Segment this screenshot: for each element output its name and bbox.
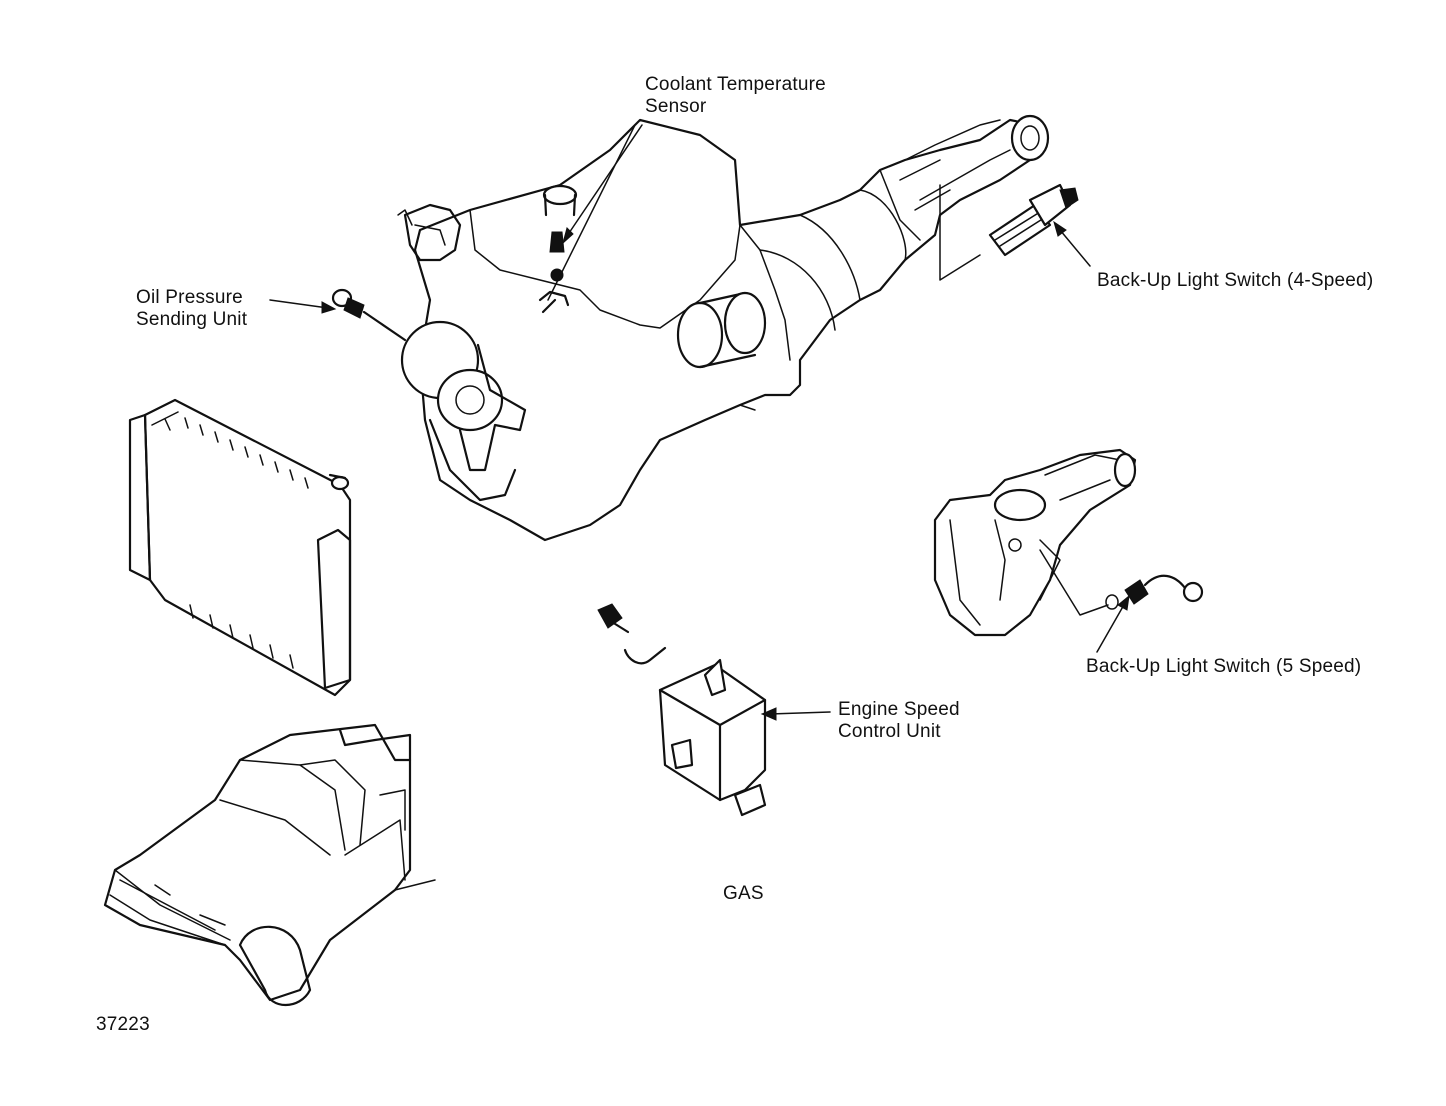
esc-leader-line xyxy=(769,711,831,715)
radiator-illustration xyxy=(128,398,352,697)
coolant-leader-line xyxy=(566,124,643,237)
backup-switch-5speed-label: Back-Up Light Switch (5 Speed) xyxy=(1086,656,1361,678)
oil-arrowhead xyxy=(321,301,337,314)
engine-illustration xyxy=(397,114,1050,542)
backup-switch-4speed-illustration xyxy=(988,183,1079,257)
engine-speed-control-illustration xyxy=(597,603,767,817)
esc-label-line2: Control Unit xyxy=(838,721,941,742)
coolant-label-line2: Sensor xyxy=(645,96,707,117)
figure-number: 37223 xyxy=(96,1014,150,1036)
backup4-leader-line xyxy=(1059,229,1091,267)
oil-pressure-label: Oil Pressure Sending Unit xyxy=(136,287,247,331)
backup4-arrowhead xyxy=(1053,220,1067,237)
coolant-sensor-illustration xyxy=(538,231,570,314)
oil-leader-line xyxy=(269,299,329,309)
oil-pressure-unit-illustration xyxy=(331,288,407,342)
backup5-leader-line xyxy=(1096,602,1126,653)
gas-label: GAS xyxy=(723,883,764,905)
coolant-sensor-label: Coolant Temperature Sensor xyxy=(645,74,826,118)
esc-label-line1: Engine Speed xyxy=(838,699,960,720)
oil-label-line1: Oil Pressure xyxy=(136,287,243,308)
backup5-text: Back-Up Light Switch (5 Speed) xyxy=(1086,656,1362,677)
coolant-arrowhead xyxy=(562,227,574,245)
backup4-text: Back-Up Light Switch (4-Speed) xyxy=(1097,270,1374,291)
transmission-5speed-illustration xyxy=(933,448,1204,637)
backup5-arrowhead xyxy=(1117,594,1130,611)
oil-label-line2: Sending Unit xyxy=(136,309,248,330)
leader-arrows xyxy=(269,124,1130,721)
backup-switch-4speed-label: Back-Up Light Switch (4-Speed) xyxy=(1097,270,1373,292)
coolant-label-line1: Coolant Temperature xyxy=(645,74,826,95)
esc-arrowhead xyxy=(760,707,777,721)
figure-number-text: 37223 xyxy=(96,1014,150,1035)
engine-speed-control-label: Engine Speed Control Unit xyxy=(838,699,960,743)
gas-text: GAS xyxy=(723,883,764,904)
truck-illustration xyxy=(103,723,436,1006)
